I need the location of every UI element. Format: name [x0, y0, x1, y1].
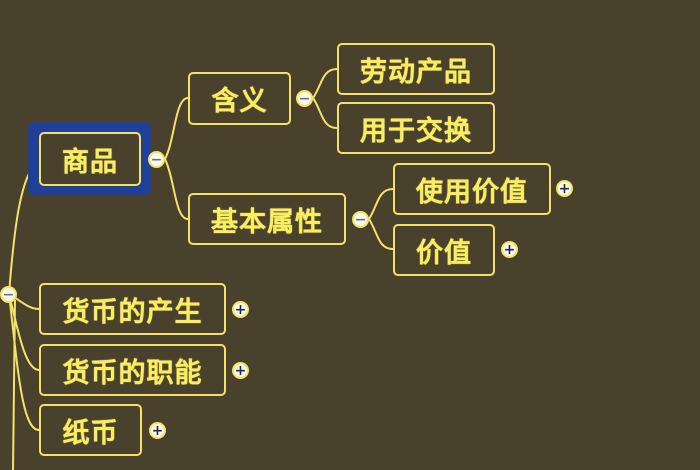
node-shangpin[interactable]: 商品 [39, 132, 141, 186]
shiyong-expand-toggle[interactable]: + [556, 180, 573, 197]
node-label: 纸币 [62, 417, 119, 449]
node-label: 劳动产品 [360, 56, 472, 88]
jiazhi-expand-toggle[interactable]: + [501, 241, 518, 258]
node-hanyi[interactable]: 含义 [188, 72, 291, 125]
node-label: 含义 [211, 86, 268, 117]
node-label: 价值 [416, 237, 472, 269]
shangpin-collapse-toggle[interactable]: − [148, 151, 165, 168]
node-laodong-chanpin[interactable]: 劳动产品 [337, 43, 495, 95]
root-collapse-toggle[interactable]: − [0, 286, 17, 303]
node-label: 货币的职能 [62, 357, 203, 389]
zhibi-expand-toggle[interactable]: + [149, 422, 166, 439]
chansheng-expand-toggle[interactable]: + [232, 301, 249, 318]
node-zhibi[interactable]: 纸币 [39, 404, 142, 456]
node-jiben-shuxing[interactable]: 基本属性 [188, 193, 346, 245]
hanyi-collapse-toggle[interactable]: − [296, 90, 313, 107]
node-huobi-chansheng[interactable]: 货币的产生 [39, 283, 226, 335]
jiben-collapse-toggle[interactable]: − [352, 211, 369, 228]
node-label: 使用价值 [416, 176, 528, 208]
node-huobi-zhineng[interactable]: 货币的职能 [39, 344, 226, 396]
zhineng-expand-toggle[interactable]: + [232, 362, 249, 379]
node-label: 用于交换 [360, 115, 472, 147]
node-yongyu-jiaohuan[interactable]: 用于交换 [337, 102, 495, 154]
node-label: 商品 [62, 146, 118, 178]
node-label: 基本属性 [211, 206, 323, 238]
node-shiyong-jiazhi[interactable]: 使用价值 [393, 163, 551, 215]
node-label: 货币的产生 [62, 296, 203, 328]
node-jiazhi[interactable]: 价值 [393, 224, 495, 276]
